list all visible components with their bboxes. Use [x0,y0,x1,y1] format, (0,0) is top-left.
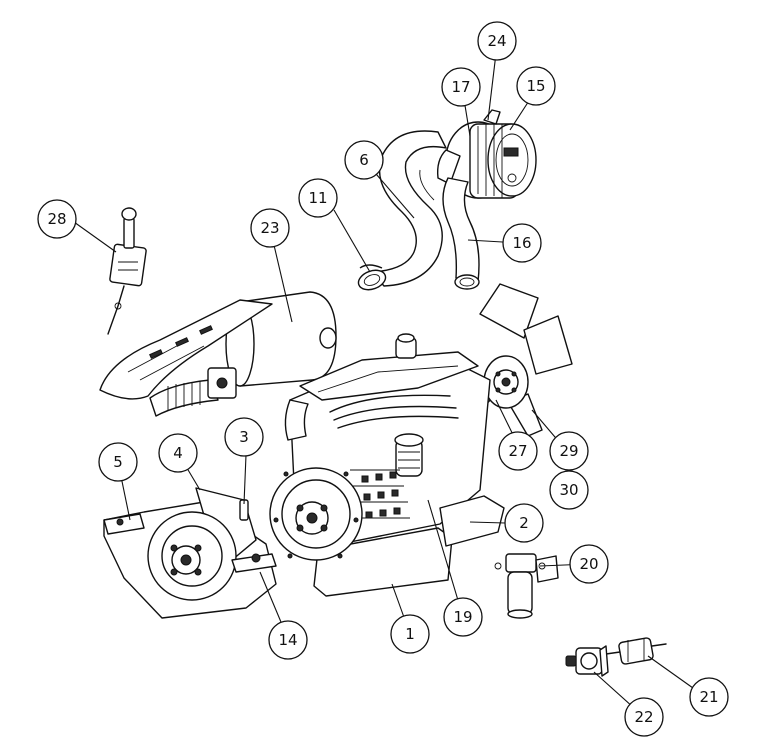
callout-2-label: 2 [519,514,529,532]
callout-22: 22 [624,697,664,737]
callout-17-label: 17 [451,78,470,96]
inline-filter-21 [605,637,667,665]
callout-11: 11 [298,178,338,218]
callout-19: 19 [443,597,483,637]
callout-3: 3 [224,417,264,457]
callout-21: 21 [689,677,729,717]
callout-16-label: 16 [512,234,531,252]
callout-3-label: 3 [239,428,249,446]
air-filter-assembly [436,109,537,199]
callout-17: 17 [441,67,481,107]
callout-28-label: 28 [47,210,66,228]
callout-1: 1 [390,614,430,654]
callout-5: 5 [98,442,138,482]
engine-block [269,333,505,597]
callout-23-label: 23 [260,219,279,237]
callout-4-label: 4 [173,444,183,462]
callout-11-label: 11 [308,189,327,207]
callout-27: 27 [498,431,538,471]
callout-20-label: 20 [579,555,598,573]
callout-5-label: 5 [113,453,123,471]
callout-2: 2 [504,503,544,543]
muffler-assembly-23 [99,291,337,417]
callout-21-label: 21 [699,688,718,706]
callout-30: 30 [549,470,589,510]
hose-6 [371,130,447,287]
callout-24-label: 24 [487,32,506,50]
intake-pipe-16 [442,177,480,290]
solenoid-22 [565,645,609,677]
pump-housing-assembly [103,487,277,619]
callout-22-label: 22 [634,708,653,726]
callout-27-label: 27 [508,442,527,460]
callout-14: 14 [268,620,308,660]
callout-6: 6 [344,140,384,180]
callout-30-label: 30 [559,481,578,499]
callout-15: 15 [516,66,556,106]
callout-4: 4 [158,433,198,473]
callout-15-label: 15 [526,77,545,95]
callout-20: 20 [569,544,609,584]
callout-14-label: 14 [278,631,297,649]
callout-24: 24 [477,21,517,61]
callout-6-label: 6 [359,151,369,169]
callout-29-label: 29 [559,442,578,460]
callout-19-label: 19 [453,608,472,626]
hose-clamp-11 [357,264,387,291]
callout-29: 29 [549,431,589,471]
callout-1-label: 1 [405,625,415,643]
callout-23: 23 [250,208,290,248]
fuel-filter-20 [494,553,559,619]
callout-16: 16 [502,223,542,263]
callout-28: 28 [37,199,77,239]
throttle-actuator-28 [107,207,147,335]
